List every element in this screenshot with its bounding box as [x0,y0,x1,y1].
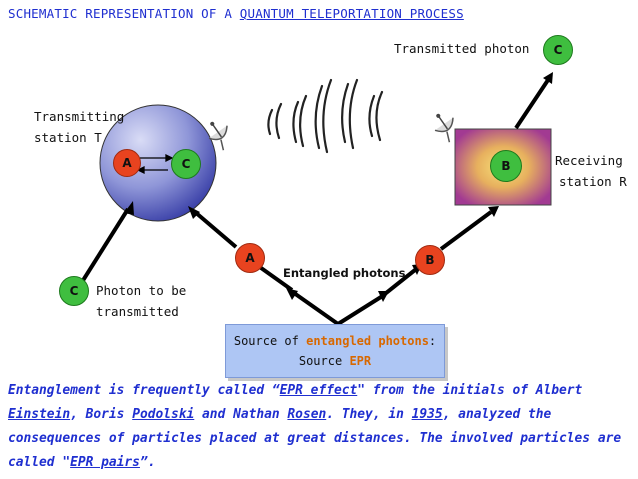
swap-arrowhead-left [136,165,145,175]
transmitting-station-label: Transmitting station T [34,109,125,145]
arrowhead-photon [124,201,134,215]
arrow-a-to-station [193,210,238,249]
arrowhead-a-station [188,206,200,219]
particle-c-station: C [171,149,201,179]
diagram-title: SCHEMATIC REPRESENTATION OF A QUANTUM TE… [8,6,464,21]
arrow-b-to-box [439,210,493,251]
epr-source-box: Source of entangled photons: Source EPR [225,324,445,378]
transmitting-station-sphere [99,104,217,222]
source-line-1: Source of entangled photons: [233,334,437,348]
title-underlined: QUANTUM TELEPORTATION PROCESS [239,6,464,21]
particle-c-input: C [59,276,89,306]
arrow-photon-to-station [80,207,130,284]
entangled-photons-label: Entangled photons [283,266,406,280]
receiving-station-label: Receiving station R [555,153,627,189]
satellite-dish-icon-left [208,121,228,151]
explanation-paragraph: Entanglement is frequently called “EPR e… [8,383,622,470]
swap-arrowhead-right [165,153,174,163]
transmitted-photon-label: Transmitted photon [394,41,530,56]
arrow-source-right [336,295,383,326]
photon-to-be-transmitted-label: Photon to be transmitted [96,283,187,319]
arrowhead-right [378,291,389,302]
satellite-dish-icon-right [434,113,454,143]
particle-c-transmitted: C [543,35,573,65]
radio-waves-icon [267,78,384,154]
particle-b-station: B [490,150,522,182]
arrow-box-to-c [514,78,550,130]
source-line-2: Source EPR [298,354,372,368]
arrow-source-left [292,291,340,326]
particle-b-path: B [415,245,445,275]
particle-a-station: A [113,149,141,177]
particle-a-path: A [235,243,265,273]
arrowhead-box [488,206,499,217]
arrowhead-c [543,72,553,84]
arrowhead-left [286,288,298,300]
